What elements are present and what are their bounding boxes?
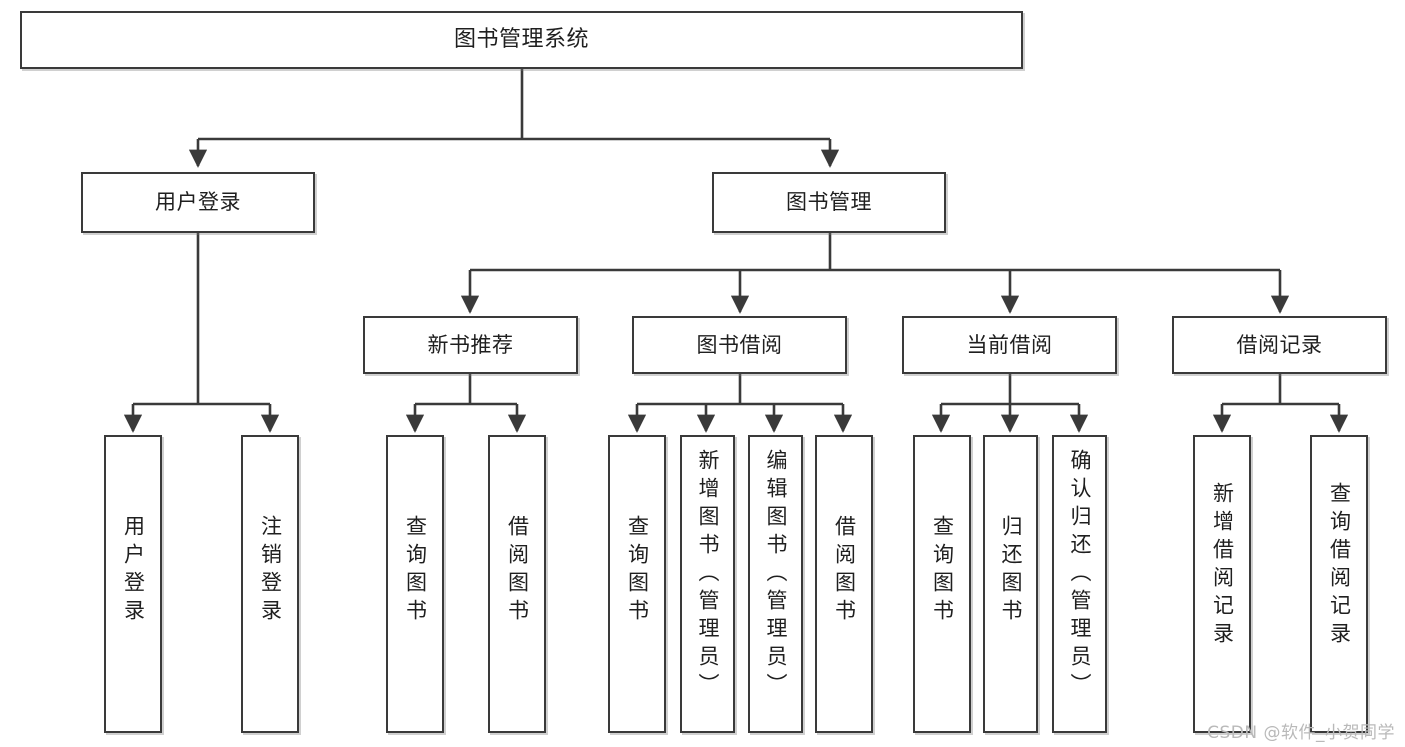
- node-leaf-return-book-label: 归还图书: [999, 515, 1023, 627]
- node-leaf-query-book-3[interactable]: 查询图书: [913, 435, 971, 733]
- node-leaf-return-book[interactable]: 归还图书: [983, 435, 1038, 733]
- node-leaf-query-book-3-label: 查询图书: [930, 515, 955, 627]
- node-leaf-query-record[interactable]: 查询借阅记录: [1310, 435, 1368, 733]
- node-current-borrow[interactable]: 当前借阅: [902, 316, 1117, 374]
- node-new-book-recommend-label: 新书推荐: [427, 332, 514, 357]
- node-book-management[interactable]: 图书管理: [712, 172, 946, 233]
- node-current-borrow-label: 当前借阅: [966, 332, 1053, 357]
- node-root[interactable]: 图书管理系统: [20, 11, 1023, 69]
- node-leaf-user-login[interactable]: 用户登录: [104, 435, 162, 733]
- node-book-borrow[interactable]: 图书借阅: [632, 316, 847, 374]
- node-leaf-borrow-book-2[interactable]: 借阅图书: [815, 435, 873, 733]
- node-leaf-query-book-2[interactable]: 查询图书: [608, 435, 666, 733]
- node-leaf-confirm-return[interactable]: 确认归还（管理员）: [1052, 435, 1107, 733]
- node-user-login[interactable]: 用户登录: [81, 172, 315, 233]
- node-leaf-borrow-book-2-label: 借阅图书: [832, 515, 857, 627]
- node-user-login-label: 用户登录: [155, 190, 241, 215]
- node-leaf-user-login-label: 用户登录: [121, 515, 146, 627]
- node-leaf-add-record-label: 新增借阅记录: [1210, 482, 1235, 650]
- node-book-borrow-label: 图书借阅: [696, 332, 783, 357]
- node-book-management-label: 图书管理: [786, 190, 872, 215]
- node-leaf-edit-book-label: 编辑图书（管理员）: [764, 449, 788, 701]
- node-leaf-add-record[interactable]: 新增借阅记录: [1193, 435, 1251, 733]
- node-leaf-confirm-return-label: 确认归还（管理员）: [1068, 449, 1092, 701]
- node-leaf-query-record-label: 查询借阅记录: [1327, 482, 1352, 650]
- node-borrow-record-label: 借阅记录: [1236, 332, 1323, 357]
- node-leaf-add-book-label: 新增图书（管理员）: [696, 449, 720, 701]
- node-borrow-record[interactable]: 借阅记录: [1172, 316, 1387, 374]
- node-root-label: 图书管理系统: [453, 27, 589, 53]
- node-leaf-borrow-book-1[interactable]: 借阅图书: [488, 435, 546, 733]
- node-leaf-borrow-book-1-label: 借阅图书: [505, 515, 530, 627]
- node-new-book-recommend[interactable]: 新书推荐: [363, 316, 578, 374]
- node-leaf-query-book-1-label: 查询图书: [403, 515, 428, 627]
- node-leaf-user-logout-label: 注销登录: [258, 515, 283, 627]
- watermark: CSDN @软件_小贺同学: [1207, 723, 1395, 743]
- node-leaf-add-book[interactable]: 新增图书（管理员）: [680, 435, 735, 733]
- node-leaf-query-book-2-label: 查询图书: [625, 515, 650, 627]
- node-leaf-edit-book[interactable]: 编辑图书（管理员）: [748, 435, 803, 733]
- node-leaf-query-book-1[interactable]: 查询图书: [386, 435, 444, 733]
- node-leaf-user-logout[interactable]: 注销登录: [241, 435, 299, 733]
